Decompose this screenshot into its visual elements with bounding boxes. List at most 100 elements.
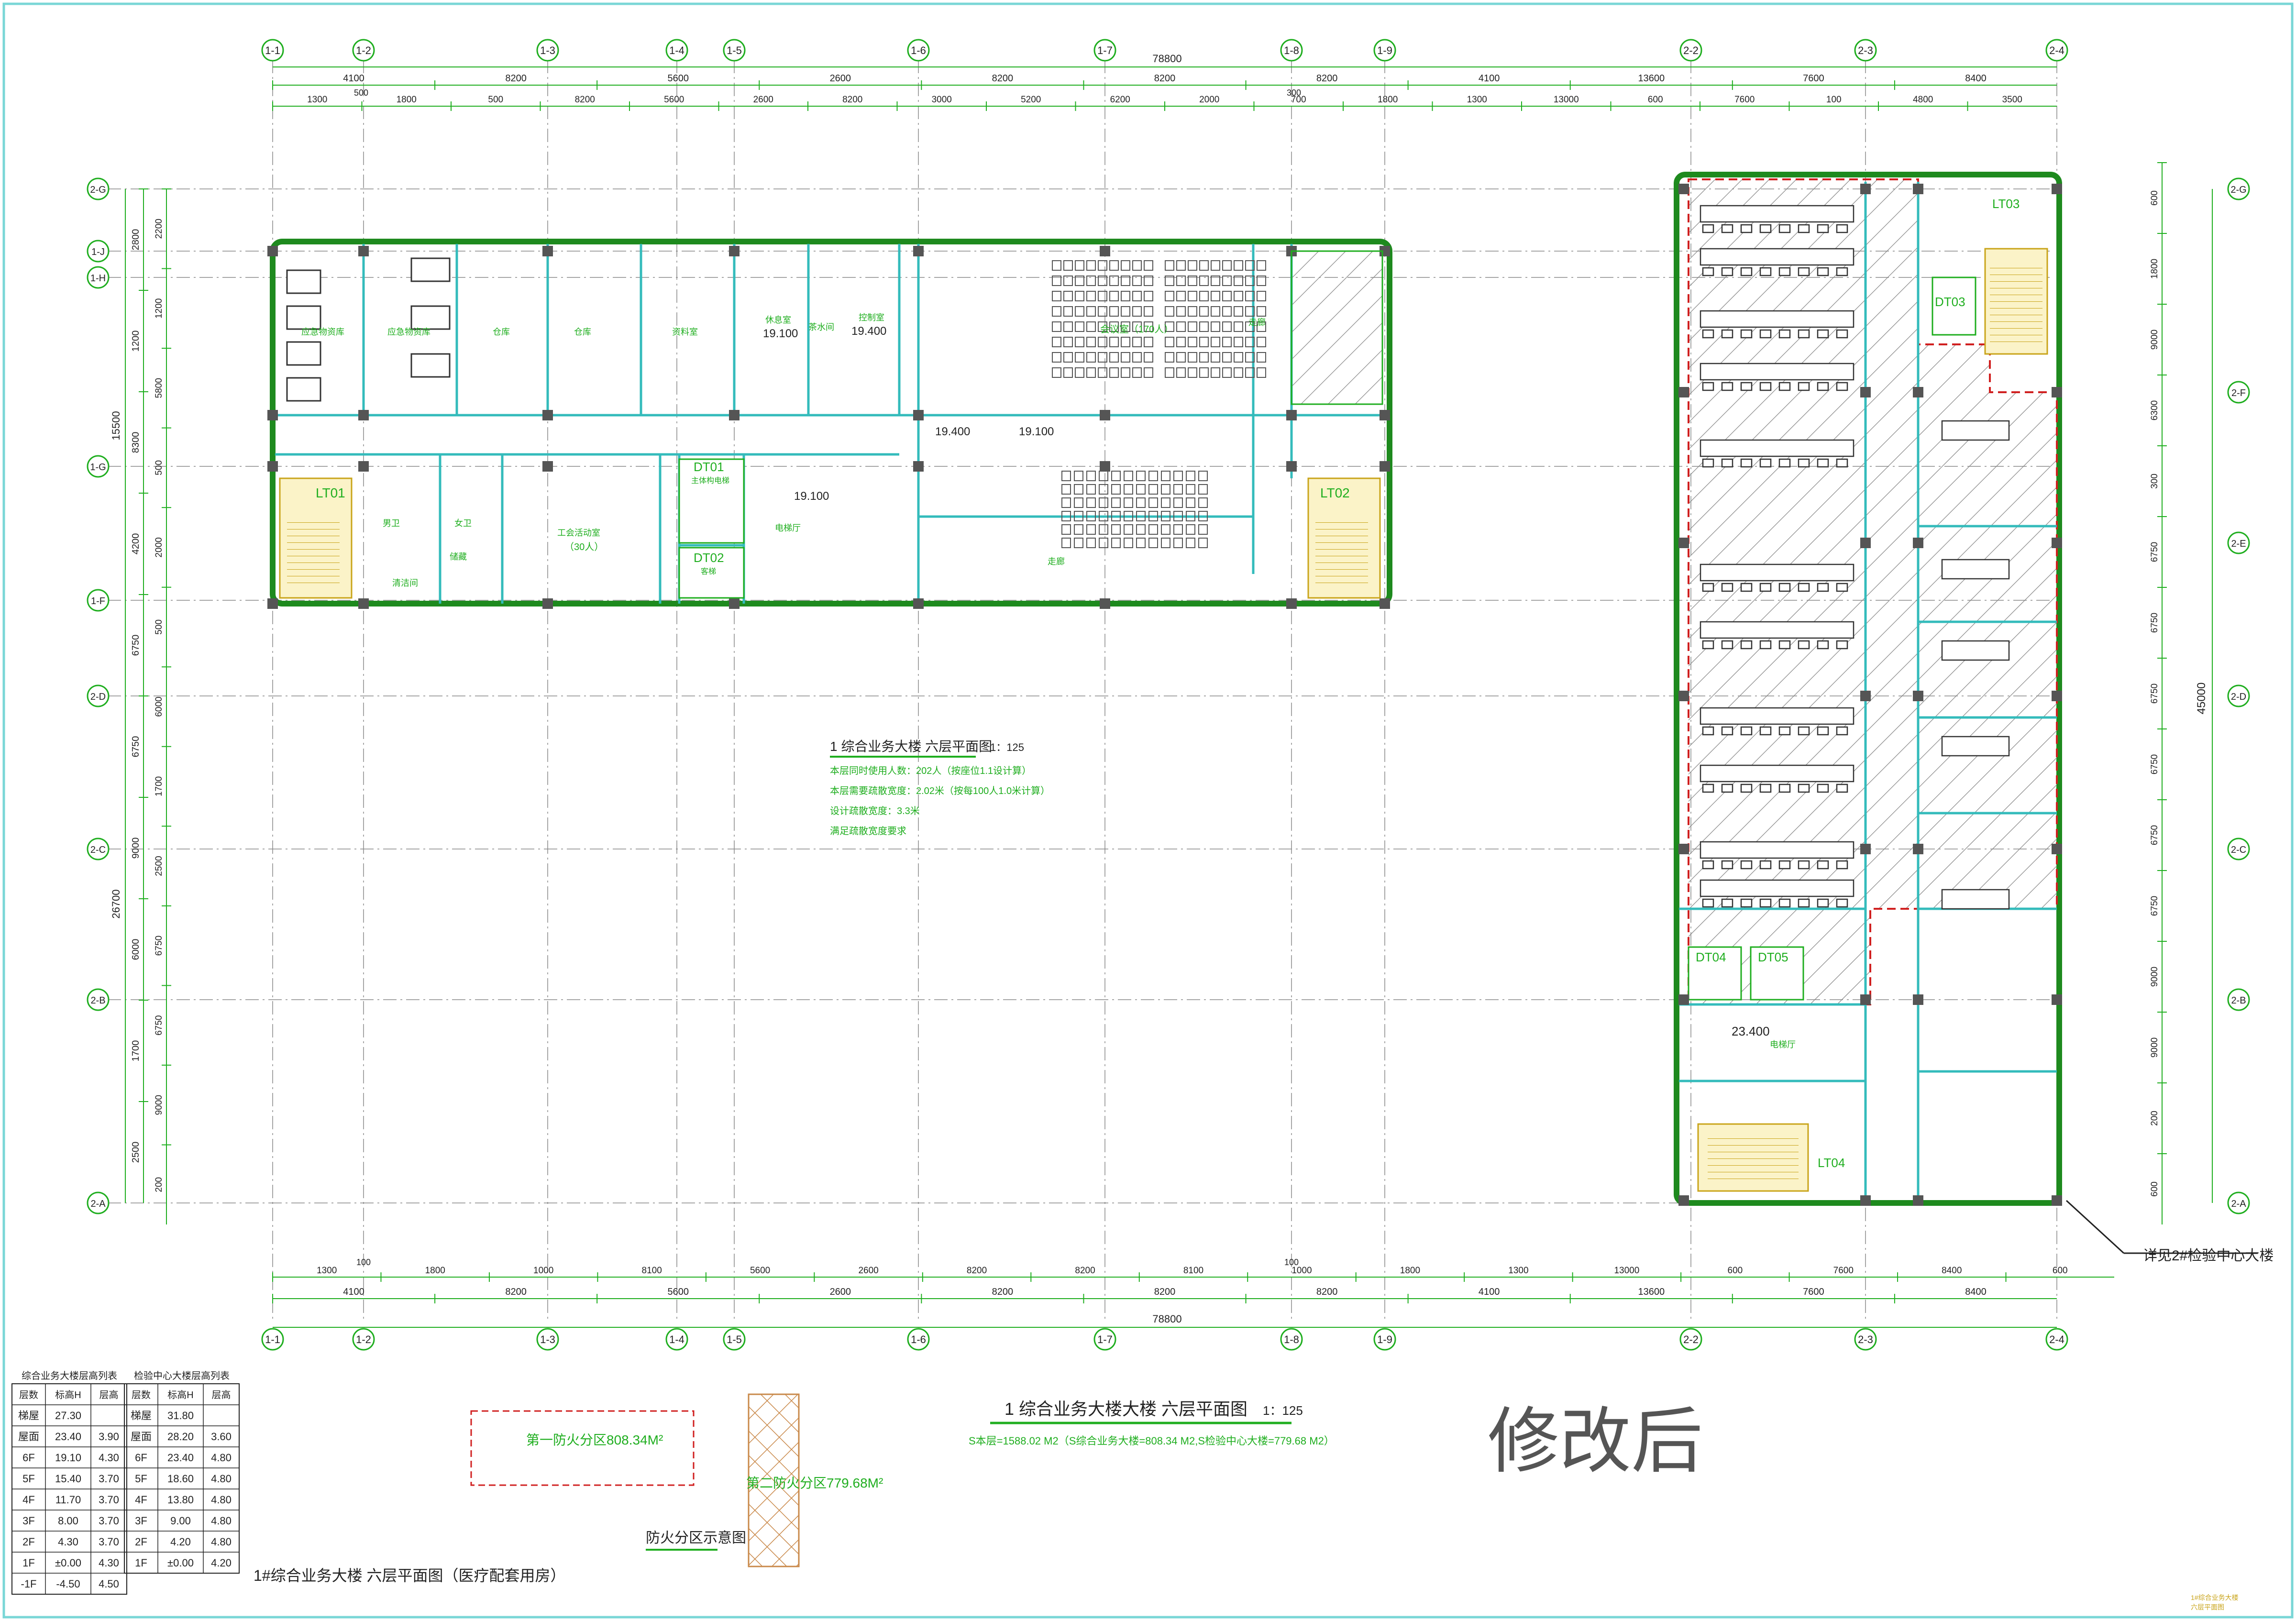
seat <box>1052 321 1061 332</box>
seat <box>1188 276 1197 286</box>
axis-label: 2-C <box>2231 845 2246 855</box>
table-cell: 23.40 <box>167 1452 194 1464</box>
lab-stool <box>1836 267 1848 276</box>
seat <box>1176 291 1186 301</box>
dim-text: 8200 <box>1316 73 1338 84</box>
revision-mark: 修改后 <box>1488 1401 1703 1481</box>
table-cell: 梯屋 <box>18 1410 39 1422</box>
lab-stool <box>1798 267 1810 276</box>
column <box>1913 184 1923 194</box>
table-cell: 4.30 <box>99 1557 119 1569</box>
seat <box>1132 260 1142 271</box>
seat <box>1188 337 1197 347</box>
axis-bubble <box>2227 988 2250 1011</box>
seat <box>1075 321 1084 332</box>
elevator-dt05-shaft <box>1750 946 1804 1001</box>
upper-title-block: 1 综合业务大楼 六层平面图 1：125 本层同时使用人数：202人（按座位1.… <box>830 739 1050 837</box>
drawing-caption: 1#综合业务大楼 六层平面图（医疗配套用房） <box>254 1567 566 1584</box>
table-cell: 4.80 <box>211 1473 232 1485</box>
axis-bubble <box>87 240 110 263</box>
seat <box>1198 524 1208 535</box>
dim-text: 500 <box>488 95 503 105</box>
seat <box>1257 291 1266 301</box>
lab-stool <box>1836 640 1848 650</box>
elevator-label-dt02: DT02 <box>694 551 724 565</box>
lab-bench <box>1700 841 1854 859</box>
lab-stool <box>1740 267 1753 276</box>
lower-title-block: 1 综合业务大楼大楼 六层平面图 1：125 S本层=1588.02 M2（S综… <box>969 1399 1335 1447</box>
building-left: LT01 LT02 DT01 DT02 主体构电梯 客梯 电梯厅 走廊 走廊 会… <box>267 239 1392 609</box>
axis-label: 2-A <box>90 1199 106 1209</box>
seat <box>1075 367 1084 378</box>
dim-text: 6750 <box>2150 542 2160 562</box>
dim-text: 7600 <box>1803 73 1824 84</box>
lab-stool <box>1836 726 1848 736</box>
seat <box>1086 484 1096 495</box>
seat <box>1075 260 1084 271</box>
column <box>913 246 924 256</box>
seat <box>1075 337 1084 347</box>
lab-stool <box>1836 329 1848 339</box>
seat <box>1086 497 1096 508</box>
table-cell: 3.70 <box>99 1494 119 1506</box>
seat <box>1199 352 1209 363</box>
axis-bubble <box>87 988 110 1011</box>
storage-racks <box>286 257 451 402</box>
column <box>358 246 369 256</box>
seat <box>1132 352 1142 363</box>
table-title: 检验中心大楼层高列表 <box>134 1370 230 1381</box>
lab-stool <box>1759 583 1772 592</box>
lab-stool <box>1817 860 1829 870</box>
seat <box>1222 337 1232 347</box>
lab-stool <box>1702 329 1714 339</box>
seat <box>1136 524 1146 535</box>
dim-text: 8200 <box>967 1266 987 1276</box>
dim-text: 2000 <box>1199 95 1219 105</box>
lab-stool <box>1778 382 1791 391</box>
seat <box>1132 367 1142 378</box>
seat <box>1121 260 1130 271</box>
lab-bench <box>1700 205 1854 223</box>
seat <box>1098 276 1107 286</box>
table-cell: 3F <box>22 1515 35 1527</box>
table-cell: 屋面 <box>131 1431 152 1443</box>
axis-label: 2-B <box>90 995 105 1006</box>
dim-text: 6200 <box>1110 95 1130 105</box>
building-right: LT03 LT04 DT03 DT04 DT05 电梯厅 23.400 详见2#… <box>1674 172 2274 1264</box>
seat <box>1188 367 1197 378</box>
seat <box>1098 260 1107 271</box>
column <box>542 246 553 256</box>
dim-text: 7600 <box>1803 1287 1824 1297</box>
seat <box>1211 352 1220 363</box>
column <box>1678 1195 1689 1206</box>
dim-text: 6750 <box>2150 684 2160 704</box>
room-label-6: 休息室 <box>765 315 791 325</box>
column <box>729 410 740 420</box>
column <box>1678 691 1689 701</box>
stair-treads <box>287 517 340 588</box>
elevator-dt01-shaft <box>678 458 745 544</box>
room-label-union-capacity: （30人） <box>564 541 604 552</box>
lower-area-note: S本层=1588.02 M2（S综合业务大楼=808.34 M2,S检验中心大楼… <box>969 1435 1335 1447</box>
seat <box>1176 306 1186 317</box>
table-cell: 6F <box>135 1452 147 1464</box>
column <box>1380 410 1390 420</box>
dim-text: 8400 <box>1965 73 1987 84</box>
fire-zone-1 <box>470 1410 695 1486</box>
seat <box>1222 352 1232 363</box>
lab-stool <box>1759 726 1772 736</box>
dim-text: 6300 <box>2150 400 2160 420</box>
seat <box>1075 306 1084 317</box>
seat <box>1211 306 1220 317</box>
lab-stool <box>1759 329 1772 339</box>
axis-label: 1-1 <box>265 44 280 56</box>
dim-text: 6750 <box>131 635 141 656</box>
dim-text: 2500 <box>131 1142 141 1163</box>
seat <box>1098 291 1107 301</box>
lab-stool <box>1817 329 1829 339</box>
seat <box>1086 306 1096 317</box>
upper-title: 1 综合业务大楼 六层平面图 <box>830 739 992 754</box>
column <box>2052 994 2062 1005</box>
table-cell: -1F <box>21 1578 37 1590</box>
table-cell: 27.30 <box>55 1410 81 1422</box>
